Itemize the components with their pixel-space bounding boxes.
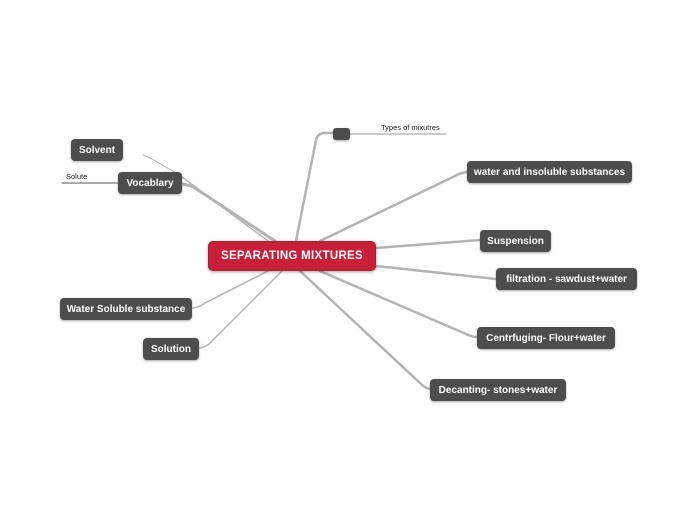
node-decanting-label: Decanting- stones+water (438, 384, 558, 396)
node-centrifuging[interactable]: Centrfuging- Flour+water (477, 327, 615, 349)
node-water-soluble-substance-label: Water Soluble substance (66, 303, 186, 315)
central-topic[interactable]: SEPARATING MIXTURES (208, 241, 376, 271)
node-vocabulary[interactable]: Vocablary (118, 172, 182, 194)
node-water-insoluble-substances-label: water and insoluble substances (473, 166, 626, 178)
node-solution[interactable]: Solution (143, 338, 199, 360)
node-solvent-label: Solvent (78, 144, 116, 156)
central-topic-label: SEPARATING MIXTURES (220, 250, 363, 262)
node-suspension-label: Suspension (487, 235, 544, 247)
node-types-of-mixtures[interactable] (333, 128, 350, 140)
node-filtration[interactable]: filtration - sawdust+water (496, 268, 637, 290)
node-water-soluble-substance[interactable]: Water Soluble substance (60, 298, 192, 320)
node-water-insoluble-substances[interactable]: water and insoluble substances (467, 161, 632, 183)
node-solute-label: Solute (66, 172, 88, 181)
node-decanting[interactable]: Decanting- stones+water (430, 379, 566, 401)
node-filtration-label: filtration - sawdust+water (506, 273, 627, 285)
types-of-mixtures-label: Types of mixutres (381, 123, 440, 132)
node-centrifuging-label: Centrfuging- Flour+water (486, 332, 606, 344)
node-solution-label: Solution (151, 343, 191, 355)
node-solvent[interactable]: Solvent (71, 139, 123, 161)
node-solute[interactable]: Solute (66, 172, 87, 181)
node-vocabulary-label: Vocablary (126, 177, 174, 189)
node-types-of-mixtures-text[interactable]: Types of mixutres (381, 123, 440, 132)
node-suspension[interactable]: Suspension (480, 230, 551, 252)
